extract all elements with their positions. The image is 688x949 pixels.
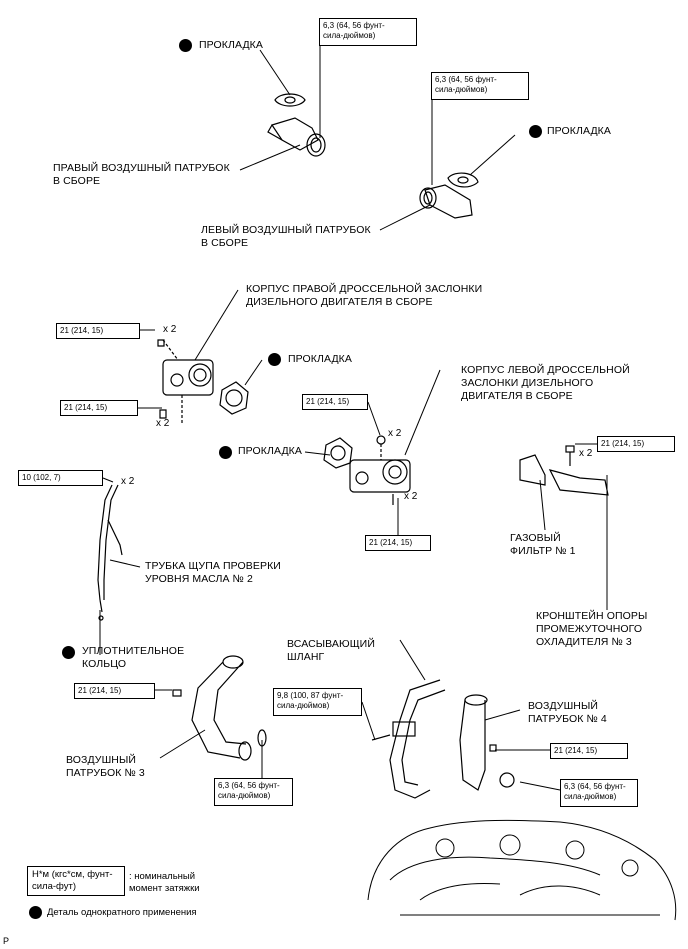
dipstick-tube-drawing bbox=[97, 484, 123, 621]
air-pipe-4-drawing bbox=[459, 694, 515, 791]
non-reusable-dot-icon bbox=[219, 446, 232, 459]
left-air-pipe-drawing bbox=[419, 172, 479, 219]
legend-unit-description: : номинальный момент затяжки bbox=[129, 871, 200, 894]
label-bracket: КРОНШТЕЙН ОПОРЫ ПРОМЕЖУТОЧНОГО ОХЛАДИТЕЛ… bbox=[536, 610, 648, 648]
quantity-mark: x 2 bbox=[156, 418, 170, 429]
gasket4-drawing bbox=[323, 437, 353, 469]
non-reusable-dot-icon bbox=[62, 646, 75, 659]
non-reusable-dot-icon bbox=[179, 39, 192, 52]
torque-spec-box: 21 (214, 15) bbox=[302, 394, 368, 410]
label-air-pipe-3: ВОЗДУШНЫЙ ПАТРУБОК № 3 bbox=[66, 754, 145, 779]
leader-air-pipe-3 bbox=[159, 729, 206, 759]
label-gas-filter: ГАЗОВЫЙ ФИЛЬТР № 1 bbox=[510, 532, 576, 557]
non-reusable-dot-icon bbox=[29, 906, 42, 919]
leader-right-pipe bbox=[239, 144, 301, 171]
corner-mark: P bbox=[3, 936, 10, 946]
leader-t13 bbox=[519, 781, 561, 791]
torque-spec-box: 21 (214, 15) bbox=[550, 743, 628, 759]
torque-spec-box: 10 (102, 7) bbox=[18, 470, 103, 486]
label-gasket-1: ПРОКЛАДКА bbox=[199, 39, 263, 51]
torque-spec-box: 21 (214, 15) bbox=[60, 400, 138, 416]
label-right-throttle: КОРПУС ПРАВОЙ ДРОССЕЛЬНОЙ ЗАСЛОНКИ ДИЗЕЛ… bbox=[246, 283, 483, 308]
intake-hose-drawing bbox=[371, 679, 446, 799]
torque-spec-box: 6,3 (64, 56 фунт- сила-дюймов) bbox=[319, 18, 417, 46]
quantity-mark: x 2 bbox=[404, 491, 418, 502]
leader-t5 bbox=[367, 401, 381, 436]
torque-spec-box: 21 (214, 15) bbox=[365, 535, 431, 551]
quantity-mark: x 2 bbox=[579, 448, 593, 459]
quantity-mark: x 2 bbox=[121, 476, 135, 487]
leader-intake bbox=[399, 639, 426, 681]
leader-right-throttle bbox=[194, 289, 239, 361]
label-right-air-pipe: ПРАВЫЙ ВОЗДУШНЫЙ ПАТРУБОК В СБОРЕ bbox=[53, 162, 230, 187]
label-dipstick-tube: ТРУБКА ЩУПА ПРОВЕРКИ УРОВНЯ МАСЛА № 2 bbox=[145, 560, 281, 585]
non-reusable-dot-icon bbox=[529, 125, 542, 138]
gasket3-drawing bbox=[219, 381, 249, 415]
torque-spec-box: 6,3 (64, 56 фунт- сила-дюймов) bbox=[560, 779, 638, 807]
torque-spec-box: 21 (214, 15) bbox=[74, 683, 155, 699]
right-air-pipe-drawing bbox=[267, 93, 326, 157]
torque-spec-box: 6,3 (64, 56 фунт- сила-дюймов) bbox=[214, 778, 293, 806]
leader-air-pipe-4 bbox=[484, 709, 521, 721]
legend-unit-box: Н*м (кгс*см, фунт- сила-фут) bbox=[27, 866, 125, 896]
leader-t10 bbox=[361, 701, 376, 741]
right-throttle-drawing bbox=[157, 339, 214, 425]
label-gasket-4: ПРОКЛАДКА bbox=[238, 445, 302, 457]
leader-gasket3 bbox=[244, 359, 263, 386]
torque-spec-box: 6,3 (64, 56 фунт- сила-дюймов) bbox=[431, 72, 529, 100]
air-pipe-3-drawing bbox=[172, 655, 267, 761]
label-air-pipe-4: ВОЗДУШНЫЙ ПАТРУБОК № 4 bbox=[528, 700, 607, 725]
leader-gasket4 bbox=[304, 451, 331, 456]
torque-spec-box: 21 (214, 15) bbox=[56, 323, 140, 339]
quantity-mark: x 2 bbox=[163, 324, 177, 335]
label-gasket-3: ПРОКЛАДКА bbox=[288, 353, 352, 365]
label-gasket-2: ПРОКЛАДКА bbox=[547, 125, 611, 137]
leader-left-throttle bbox=[404, 369, 441, 456]
left-throttle-drawing bbox=[349, 435, 411, 505]
leader-t7 bbox=[102, 477, 114, 483]
engine-outline-drawing bbox=[367, 819, 677, 921]
label-left-air-pipe: ЛЕВЫЙ ВОЗДУШНЫЙ ПАТРУБОК В СБОРЕ bbox=[201, 224, 371, 249]
label-left-throttle: КОРПУС ЛЕВОЙ ДРОССЕЛЬНОЙ ЗАСЛОНКИ ДИЗЕЛЬ… bbox=[461, 364, 630, 402]
gas-filter-bracket-drawing bbox=[519, 445, 609, 496]
torque-spec-box: 21 (214, 15) bbox=[597, 436, 675, 452]
torque-spec-box: 9,8 (100, 87 фунт- сила-дюймов) bbox=[273, 688, 362, 716]
legend-single-use-text: Деталь однократного применения bbox=[47, 907, 197, 918]
leader-gasket2 bbox=[469, 134, 516, 176]
label-intake-hose: ВСАСЫВАЮЩИЙ ШЛАНГ bbox=[287, 638, 375, 663]
label-o-ring: УПЛОТНИТЕЛЬНОЕ КОЛЬЦО bbox=[82, 645, 185, 670]
quantity-mark: x 2 bbox=[388, 428, 402, 439]
leader-left-pipe bbox=[379, 204, 431, 231]
leader-dipstick bbox=[109, 559, 141, 568]
non-reusable-dot-icon bbox=[268, 353, 281, 366]
leader-gasket1 bbox=[259, 49, 291, 96]
leader-gas-filter bbox=[539, 479, 546, 531]
